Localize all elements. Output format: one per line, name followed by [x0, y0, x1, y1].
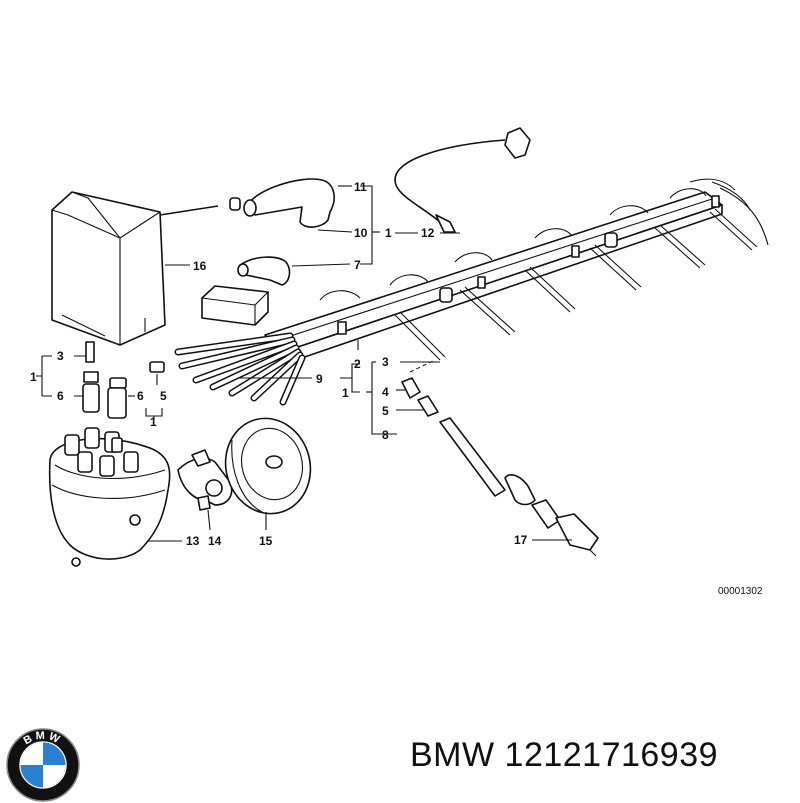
- callout-1-right: 1: [342, 386, 349, 400]
- callout-13: 13: [186, 534, 200, 548]
- dust-shield: [224, 417, 312, 515]
- callout-14: 14: [208, 534, 222, 548]
- callout-11: 11: [354, 180, 367, 194]
- callout-9: 9: [316, 372, 323, 386]
- callout-5-right: 5: [382, 404, 389, 418]
- callout-8: 8: [382, 428, 389, 442]
- callout-1-left: 1: [30, 370, 37, 384]
- callout-4: 4: [382, 385, 389, 399]
- callout-5-mid: 5: [160, 389, 167, 403]
- ignition-wire-bundle: [174, 332, 306, 406]
- rubber-boot: [201, 285, 269, 326]
- ignition-lead-rail: [264, 178, 769, 363]
- callout-16: 16: [193, 259, 207, 273]
- distributor-cover: [51, 191, 166, 346]
- callout-2: 2: [354, 357, 361, 371]
- callout-1-top: 1: [385, 226, 392, 240]
- drawing-code: 00001302: [718, 586, 763, 597]
- left-plug-parts: [36, 341, 100, 413]
- spark-plug: [531, 499, 599, 557]
- angled-connector: [237, 256, 291, 286]
- distributor-cap: [48, 427, 171, 567]
- callout-3-left: 3: [57, 349, 64, 363]
- middle-plug-parts: [107, 361, 165, 420]
- callout-3-right: 3: [382, 355, 389, 369]
- callout-15: 15: [259, 534, 273, 548]
- callout-17: 17: [514, 533, 528, 547]
- callout-6-left: 6: [57, 389, 64, 403]
- ignition-cable: [394, 127, 531, 233]
- callout-10: 10: [354, 226, 368, 240]
- spark-plug-connector: [243, 178, 335, 228]
- svg-text:BMW: BMW: [22, 730, 65, 748]
- callout-12: 12: [421, 226, 435, 240]
- callout-1-mid: 1: [150, 415, 157, 429]
- logo-letters: BMW: [22, 730, 62, 748]
- callout-6-mid: 6: [137, 389, 144, 403]
- callout-7: 7: [354, 258, 361, 272]
- ignition-parts-diagram: 1 3 6 6 5 1 16 11 10 7 1 12 2 9 1 3 4 5 …: [30, 127, 769, 597]
- spark-plug-extension: [401, 377, 536, 506]
- part-number-label: BMW 12121716939: [410, 736, 719, 774]
- distributor-rotor: [177, 449, 233, 511]
- bmw-logo: BMW: [6, 728, 80, 802]
